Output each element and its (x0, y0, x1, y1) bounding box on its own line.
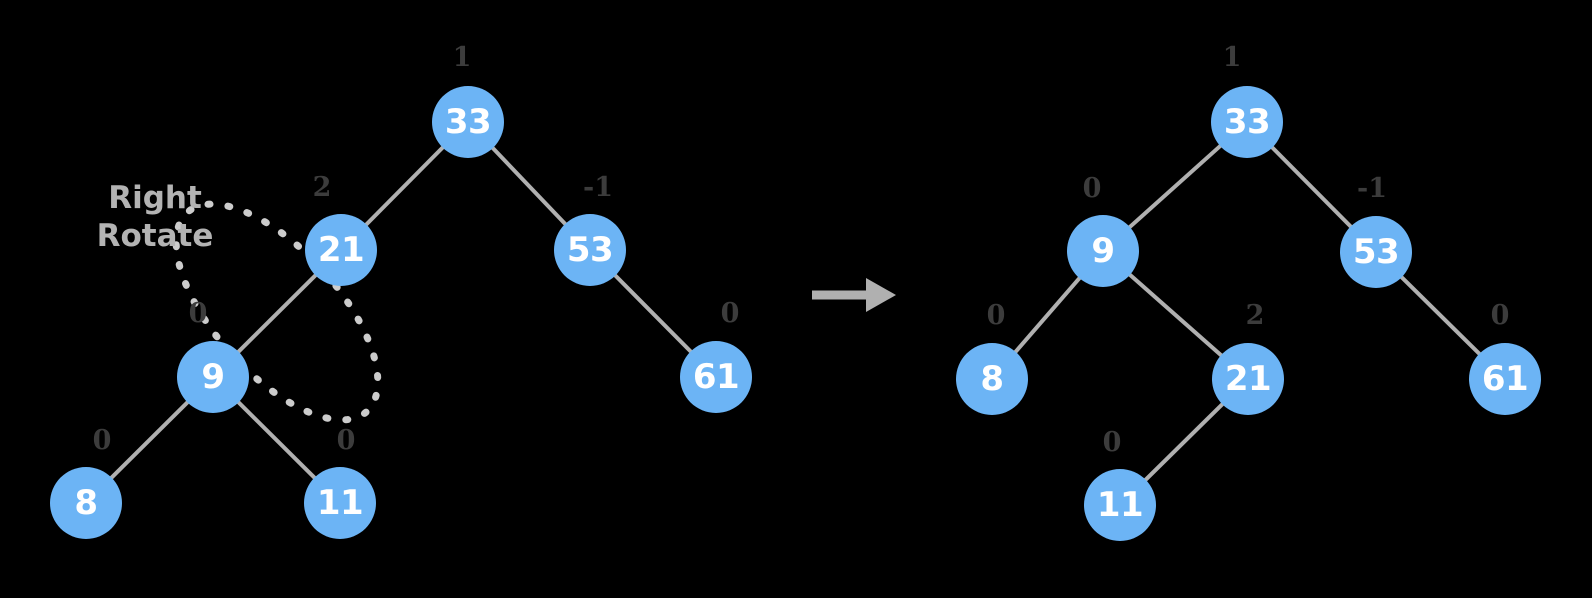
node-key: 11 (316, 483, 364, 523)
balance-factor-label: 0 (1102, 427, 1122, 458)
balance-factor-label: 0 (1490, 300, 1510, 331)
balance-factor-label: -1 (1357, 173, 1387, 204)
tree-edge (1269, 144, 1354, 230)
tree-node-53[interactable]: 53 (554, 214, 626, 286)
tree-edge (1012, 275, 1083, 355)
balance-factor-label: 1 (452, 42, 472, 73)
tree-node-21[interactable]: 21 (1212, 343, 1284, 415)
node-key: 11 (1096, 485, 1144, 525)
node-key: 21 (1224, 359, 1272, 399)
tree-node-9[interactable]: 9 (1067, 215, 1139, 287)
tree-edge (490, 145, 568, 227)
node-key: 33 (1223, 102, 1271, 142)
balance-factor-label: -1 (583, 172, 613, 203)
edges-after-tree (1012, 143, 1483, 483)
tree-edge (235, 399, 318, 481)
right-arrow-icon (812, 278, 896, 312)
balance-factor-label: 0 (986, 300, 1006, 331)
node-key: 8 (980, 359, 1004, 399)
tree-edge (612, 272, 694, 355)
node-key: 61 (1481, 359, 1529, 399)
balance-factor-label: 0 (92, 425, 112, 456)
balance-factor-label: 0 (336, 425, 356, 456)
balance-factor-label: 0 (188, 298, 208, 329)
tree-node-21[interactable]: 21 (305, 214, 377, 286)
balance-factor-label: 2 (1245, 300, 1265, 331)
balance-factor-label: 0 (720, 298, 740, 329)
tree-node-33[interactable]: 33 (1211, 86, 1283, 158)
tree-node-11[interactable]: 11 (304, 467, 376, 539)
node-key: 53 (566, 230, 614, 270)
tree-edge (363, 144, 446, 228)
tree-edge (108, 399, 191, 481)
tree-edge (1126, 143, 1224, 230)
node-key: 8 (74, 483, 98, 523)
tree-edge (1398, 274, 1483, 357)
tree-edge (1127, 272, 1224, 358)
node-key: 9 (201, 357, 225, 397)
balance-factor-label: 0 (1082, 173, 1102, 204)
node-key: 53 (1352, 232, 1400, 272)
tree-node-9[interactable]: 9 (177, 341, 249, 413)
tree-node-11[interactable]: 11 (1084, 469, 1156, 541)
tree-node-53[interactable]: 53 (1340, 216, 1412, 288)
tree-node-33[interactable]: 33 (432, 86, 504, 158)
tree-edge (235, 272, 319, 355)
tree-node-61[interactable]: 61 (1469, 343, 1541, 415)
operation-label: Right Rotate (96, 180, 214, 254)
node-key: 33 (444, 102, 492, 142)
node-key: 61 (692, 357, 740, 397)
tree-node-61[interactable]: 61 (680, 341, 752, 413)
tree-node-8[interactable]: 8 (50, 467, 122, 539)
edges-before-tree (108, 144, 694, 481)
balance-factor-label: 2 (312, 172, 332, 203)
tree-node-8[interactable]: 8 (956, 343, 1028, 415)
tree-edge (1142, 401, 1226, 483)
node-key: 21 (317, 230, 365, 270)
balance-factor-label: 1 (1222, 42, 1242, 73)
node-key: 9 (1091, 231, 1115, 271)
